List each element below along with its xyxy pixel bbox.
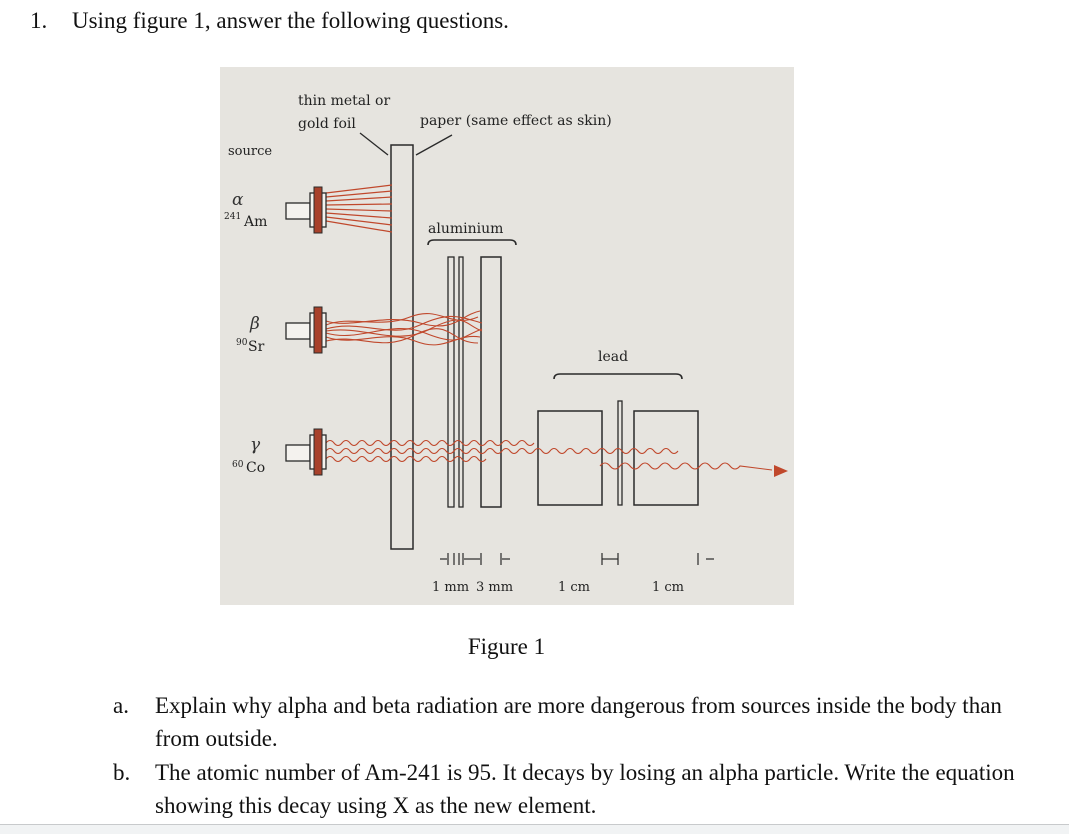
co-mass-number: 60 xyxy=(232,460,244,470)
subquestion-a-letter: a. xyxy=(113,693,129,718)
paper-barrier xyxy=(390,144,414,550)
lead-label: lead xyxy=(598,349,628,365)
am-mass-number: 241 xyxy=(224,212,241,222)
subquestion-b-letter: b. xyxy=(113,760,131,785)
foil-label-line1: thin metal or xyxy=(298,93,390,109)
alpha-symbol: α xyxy=(232,190,244,210)
lead-sheet-thin xyxy=(617,400,623,506)
question-prompt: Using figure 1, answer the following que… xyxy=(72,8,509,33)
gamma-arrowhead xyxy=(774,465,788,477)
source-label: source xyxy=(228,144,272,159)
foil-label-line2: gold foil xyxy=(298,116,356,132)
dim-3mm: 3 mm xyxy=(476,580,513,595)
co-element: Co xyxy=(246,460,265,476)
question-number: 1. xyxy=(30,8,48,33)
subquestion-a-text: Explain why alpha and beta radiation are… xyxy=(155,693,1002,751)
beta-source-holder xyxy=(285,306,327,354)
aluminium-1mm-sheet-b xyxy=(458,256,464,508)
paper-pointer xyxy=(415,134,453,156)
paper-label: paper (same effect as skin) xyxy=(420,113,612,129)
dim-1cm-a: 1 cm xyxy=(558,580,590,595)
lead-brace xyxy=(553,373,683,380)
lead-block-1 xyxy=(537,410,603,506)
beta-rays xyxy=(325,310,483,346)
figure-caption: Figure 1 xyxy=(467,634,546,659)
foil-pointer xyxy=(359,132,389,156)
subquestion-a: a. Explain why alpha and beta radiation … xyxy=(113,689,1043,755)
aluminium-1mm-sheet xyxy=(447,256,455,508)
question-heading: 1. Using figure 1, answer the following q… xyxy=(30,8,509,34)
subquestion-b-text: The atomic number of Am-241 is 95. It de… xyxy=(155,760,1015,818)
lead-block-2 xyxy=(633,410,699,506)
sr-mass-number: 90 xyxy=(236,338,248,348)
gamma-symbol: γ xyxy=(250,435,261,455)
radiation-penetration-diagram: source thin metal or gold foil paper (sa… xyxy=(220,67,794,605)
aluminium-3mm-sheet xyxy=(480,256,502,508)
alpha-rays xyxy=(325,184,393,233)
dim-1cm-b: 1 cm xyxy=(652,580,684,595)
gamma-source-holder xyxy=(285,428,327,476)
dimension-markers xyxy=(440,553,714,565)
subquestion-b: b. The atomic number of Am-241 is 95. It… xyxy=(113,756,1043,822)
sr-element: Sr xyxy=(248,339,265,355)
gamma-rays xyxy=(325,439,773,471)
alpha-source-holder xyxy=(285,186,327,234)
aluminium-brace xyxy=(427,239,517,246)
dim-1mm: 1 mm xyxy=(432,580,469,595)
aluminium-label: aluminium xyxy=(428,221,503,237)
beta-symbol: β xyxy=(249,314,260,334)
horizontal-scrollbar[interactable] xyxy=(0,824,1069,834)
am-element: Am xyxy=(243,214,267,230)
figure-1: source thin metal or gold foil paper (sa… xyxy=(220,67,794,605)
